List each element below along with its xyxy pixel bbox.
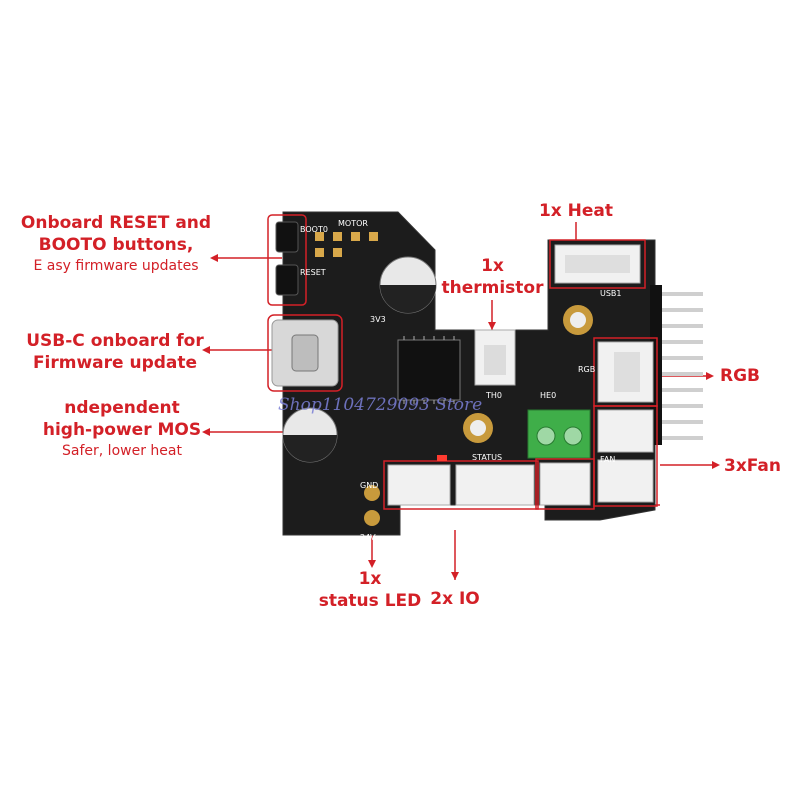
reset-button	[275, 264, 299, 296]
label-usb1: USB1	[600, 289, 622, 298]
pad-gnd	[364, 485, 380, 501]
callout-thermistor: 1x thermistor	[441, 256, 544, 298]
fan-connector-3	[539, 462, 591, 506]
header-pins	[655, 292, 703, 440]
label-fan: FAN	[600, 455, 615, 464]
chip-pins	[403, 336, 455, 404]
status-led	[437, 455, 447, 461]
label-3v3: 3V3	[370, 315, 386, 324]
label-gnd: GND	[360, 481, 378, 490]
callout-heat: 1x Heat	[538, 201, 614, 221]
header-housing	[650, 285, 662, 445]
label-rgb: RGB	[578, 365, 595, 374]
label-th0: TH0	[485, 391, 502, 400]
io-connector-2	[387, 464, 451, 506]
pad-24v	[364, 510, 380, 526]
label-boot: BOOT0	[300, 225, 328, 234]
label-io2: IO 2	[405, 520, 421, 529]
label-he0: HE0	[540, 391, 556, 400]
label-24v: 24V	[360, 533, 376, 542]
thermistor-connector	[474, 329, 516, 386]
fan-connector-1	[597, 409, 654, 453]
io-connector-01	[455, 464, 535, 506]
label-status: STATUS	[472, 453, 502, 462]
callout-mos: ndependent high-power MOS Safer, lower h…	[42, 398, 202, 459]
boot-button	[275, 221, 299, 253]
callout-fan: 3xFan	[724, 456, 781, 476]
callout-reset-boot: Onboard RESET and BOOTO buttons, E asy f…	[20, 213, 212, 274]
callout-io: 2x IO	[430, 589, 480, 609]
motor-pads	[315, 232, 378, 257]
store-watermark: Shop1104729093 Store	[278, 395, 483, 415]
callout-rgb: RGB	[720, 366, 761, 386]
label-motor: MOTOR	[338, 219, 368, 228]
label-reset: RESET	[300, 268, 326, 277]
fan-connector-2	[597, 459, 654, 503]
callout-usbc: USB-C onboard for Firmware update	[26, 331, 204, 373]
label-io01: IO-0+1	[470, 520, 499, 529]
mcu-chip	[397, 339, 461, 401]
callout-status-led: 1x status LED	[318, 569, 422, 611]
